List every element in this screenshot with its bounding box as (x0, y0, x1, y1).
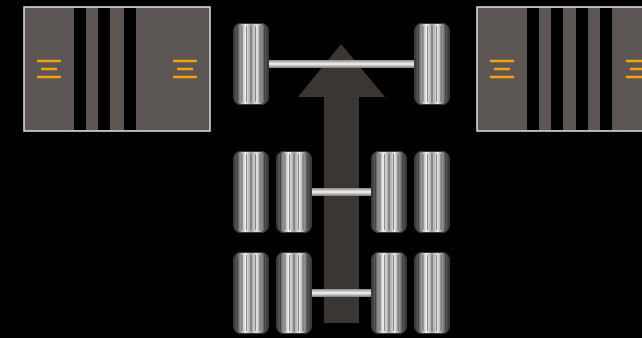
triple-bar-icon (173, 59, 197, 79)
tread-groove (576, 8, 588, 130)
tire-icon (414, 252, 450, 334)
tire-icon (233, 252, 269, 334)
tread-panel-left (23, 6, 211, 132)
tire-icon (371, 151, 407, 233)
triple-bar-icon (490, 59, 514, 79)
tread-groove (600, 8, 612, 130)
axle-front (267, 60, 416, 68)
tread-panel-right (476, 6, 642, 132)
axle-middle (310, 188, 373, 196)
tire-icon (276, 151, 312, 233)
triple-bar-icon (37, 59, 61, 79)
tire-icon (233, 23, 269, 105)
tread-groove (98, 8, 110, 130)
tire-icon (414, 151, 450, 233)
up-arrow-icon (298, 44, 385, 323)
tire-icon (276, 252, 312, 334)
tire-icon (233, 151, 269, 233)
triple-bar-icon (626, 59, 642, 79)
tire-icon (371, 252, 407, 334)
tread-groove (124, 8, 136, 130)
axle-rear (310, 289, 373, 297)
tread-groove (527, 8, 539, 130)
tire-icon (414, 23, 450, 105)
tread-groove (74, 8, 86, 130)
tread-groove (551, 8, 563, 130)
